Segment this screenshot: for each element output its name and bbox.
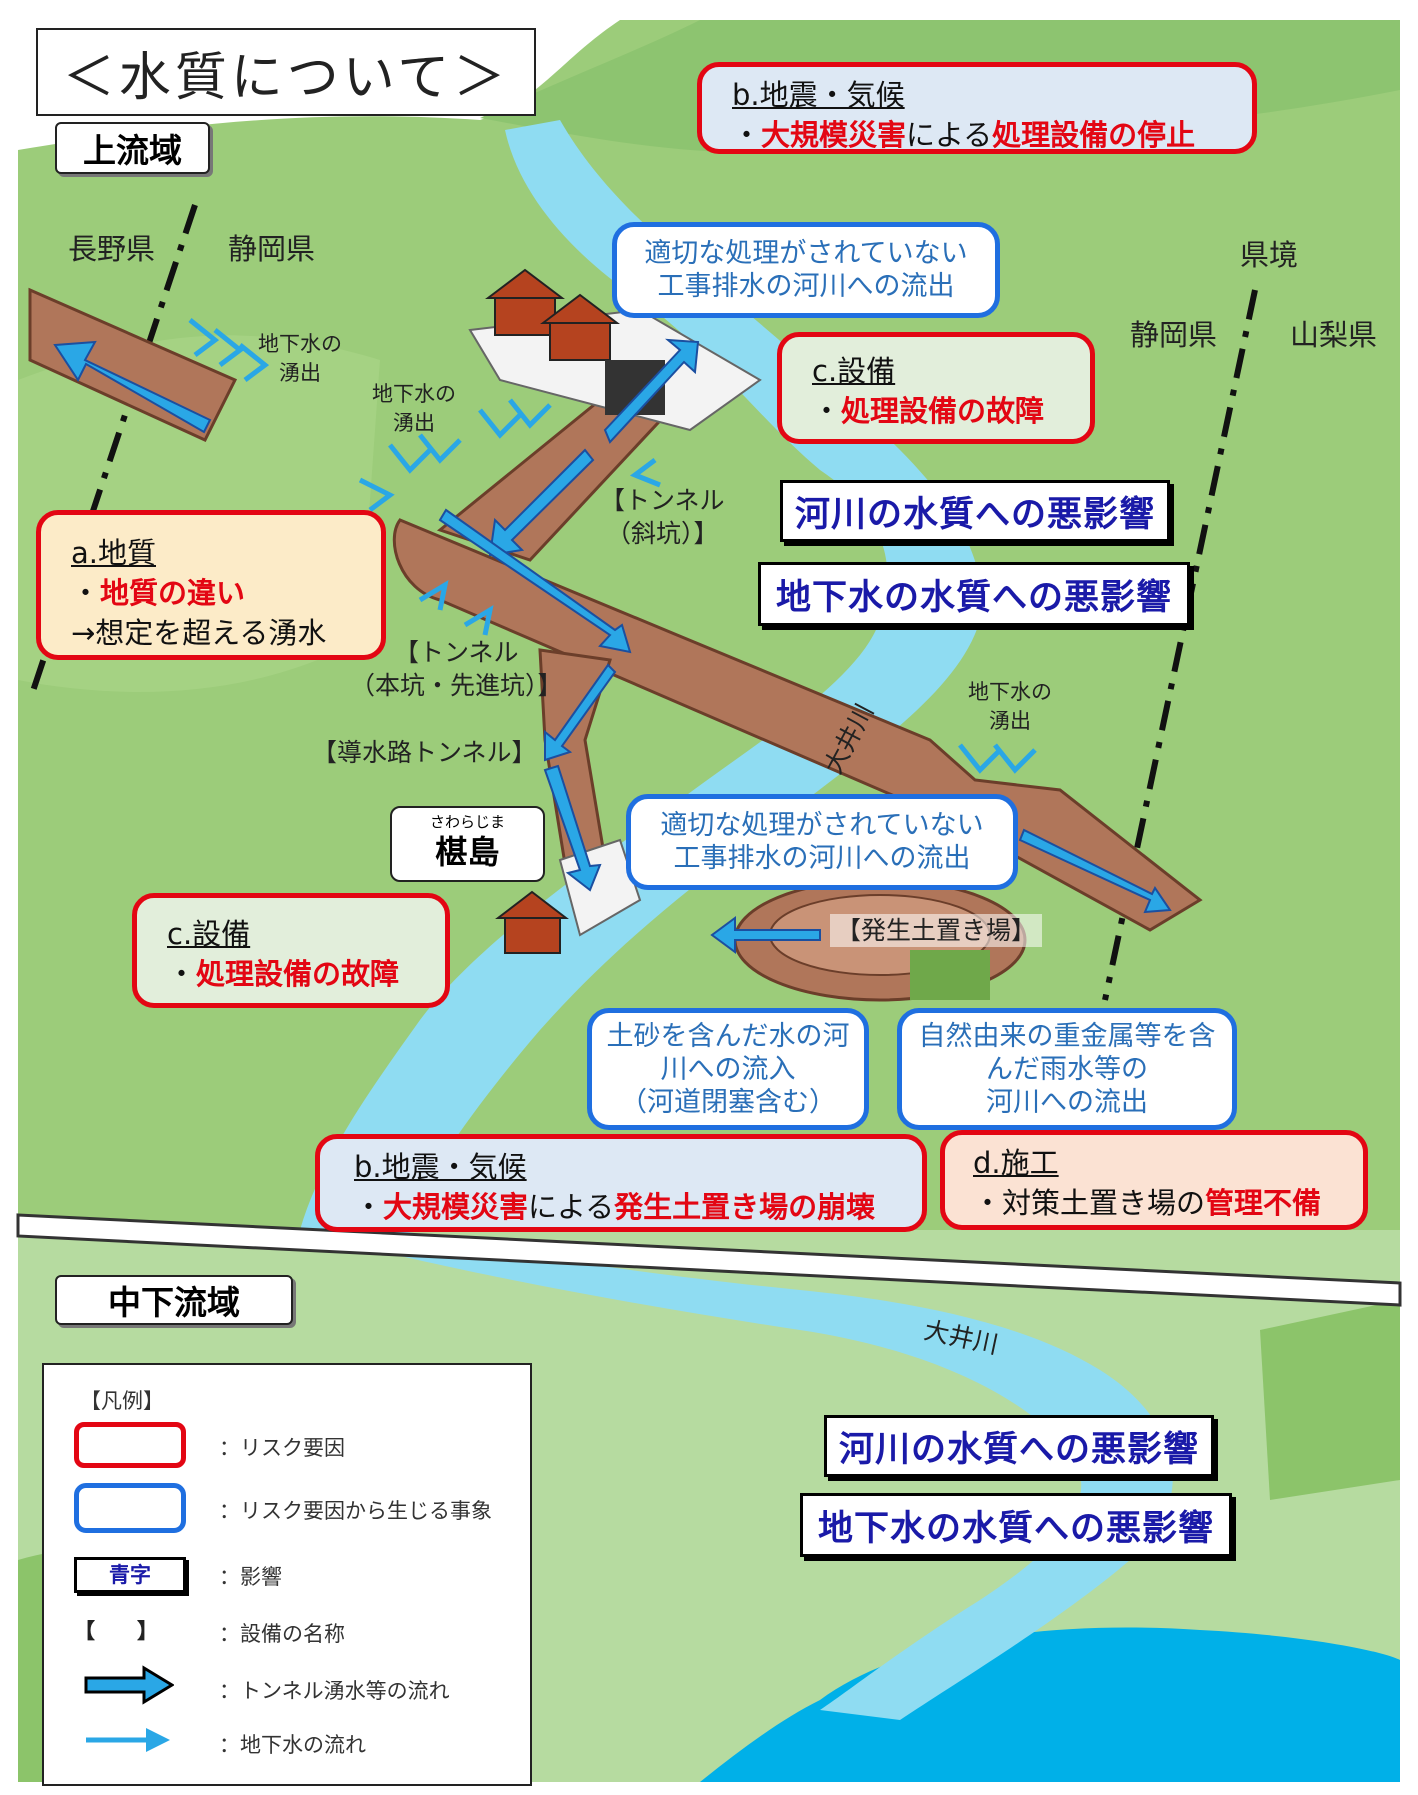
legend-event-text: ：リスク要因から生じる事象 [219,1499,492,1523]
risk-head: d.施工 [973,1146,1059,1180]
risk-equipment-left: c.設備 ・処理設備の故障 [132,893,450,1008]
zone-label-upstream: 上流域 [55,122,210,174]
event-untreated-drainage-lower: 適切な処理がされていない 工事排水の河川への流出 [626,794,1018,890]
pref-nagano: 長野県 [68,232,156,266]
groundwater-label-2: 地下水の 湧出 [372,382,456,435]
event-untreated-drainage-upper: 適切な処理がされていない 工事排水の河川への流出 [612,222,1000,318]
place-name: 椹島 [435,833,500,871]
tunnel-left [28,287,238,442]
building-icon-lower [495,890,569,954]
pref-shizuoka-left: 静岡県 [228,232,316,266]
risk-head: b.地震・気候 [354,1150,527,1184]
risk-body: ・処理設備の故障 [167,957,400,991]
event-sediment-inflow: 土砂を含んだ水の河 川への流入 （河道閉塞含む） [587,1008,869,1130]
legend-impact-text: ：影響 [219,1565,282,1589]
risk-geology: a.地質 ・地質の違い →想定を超える湧水 [36,510,386,660]
risk-body: ・対策土置き場の管理不備 [973,1186,1322,1220]
impact-ground-upper: 地下水の水質への悪影響 [758,562,1190,626]
risk-quake-bottom: b.地震・気候 ・大規模災害による発生土置き場の崩壊 [315,1134,927,1232]
risk-equipment-right: c.設備 ・処理設備の故障 [777,332,1095,444]
groundwater-label-1: 地下水の 湧出 [258,332,342,385]
impact-river-lower: 河川の水質への悪影響 [824,1415,1214,1477]
risk-body: ・処理設備の故障 [812,394,1045,428]
facility-conduit-label: 【導水路トンネル】 [312,738,537,767]
groundwater-label-3: 地下水の 湧出 [968,680,1052,733]
legend-title: 【凡例】 [80,1389,164,1413]
groundwater-flow-arrows [188,318,1037,774]
legend-tunnel-flow-text: ：トンネル湧水等の流れ [219,1679,450,1703]
place-ruby: さわらじま [429,813,505,831]
zone-label-midstream: 中下流域 [55,1275,293,1325]
risk-quake-top: b.地震・気候 ・大規模災害による処理設備の停止 [697,62,1257,154]
risk-body: ・大規模災害による処理設備の停止 [732,118,1196,152]
impact-river-upper: 河川の水質への悪影響 [780,480,1170,542]
legend-risk-swatch [74,1422,186,1468]
risk-head: a.地質 [71,536,156,570]
pref-border-label: 県境 [1240,238,1299,272]
risk-head: c.設備 [812,354,896,388]
pref-shizuoka-right: 静岡県 [1130,318,1218,352]
legend-event-swatch [74,1483,186,1533]
lake [700,1627,1400,1782]
risk-head: c.設備 [167,917,251,951]
risk-head: b.地震・気候 [732,78,905,112]
facility-spoil-label: 【発生土置き場】 [830,914,1043,947]
legend-groundwater-flow-icon [86,1728,170,1752]
risk-construction: d.施工 ・対策土置き場の管理不備 [940,1130,1368,1230]
legend-impact-swatch: 青字 [74,1557,186,1593]
risk-body-line2: →想定を超える湧水 [71,616,327,650]
legend-risk-text: ：リスク要因 [219,1436,345,1460]
legend-tunnel-flow-icon [84,1665,174,1705]
tunnel-flow-arrows [53,338,1172,954]
legend-groundwater-flow-text: ：地下水の流れ [219,1733,366,1757]
legend-facility-swatch: 【 】 [74,1619,158,1643]
place-sawarajima: さわらじま 椹島 [390,806,545,882]
event-heavy-metal-runoff: 自然由来の重金属等を含 んだ雨水等の 河川への流出 [897,1008,1237,1130]
page-title: ＜水質について＞ [36,28,536,116]
legend-facility-text: ：設備の名称 [219,1622,345,1646]
impact-ground-lower: 地下水の水質への悪影響 [800,1493,1232,1557]
pref-yamanashi: 山梨県 [1290,318,1378,352]
facility-main-tunnel-label: 【トンネル （本坑・先進坑）】 [350,638,563,700]
risk-body: ・大規模災害による発生土置き場の崩壊 [354,1190,876,1224]
oi-river-lower [300,1230,1173,1720]
legend: 【凡例】 ：リスク要因 ：リスク要因から生じる事象 青字 ：影響 【 】 ：設備… [42,1363,532,1786]
risk-body: ・地質の違い [71,576,246,610]
facility-shaft-label: 【トンネル （斜坑）】 [600,486,725,548]
